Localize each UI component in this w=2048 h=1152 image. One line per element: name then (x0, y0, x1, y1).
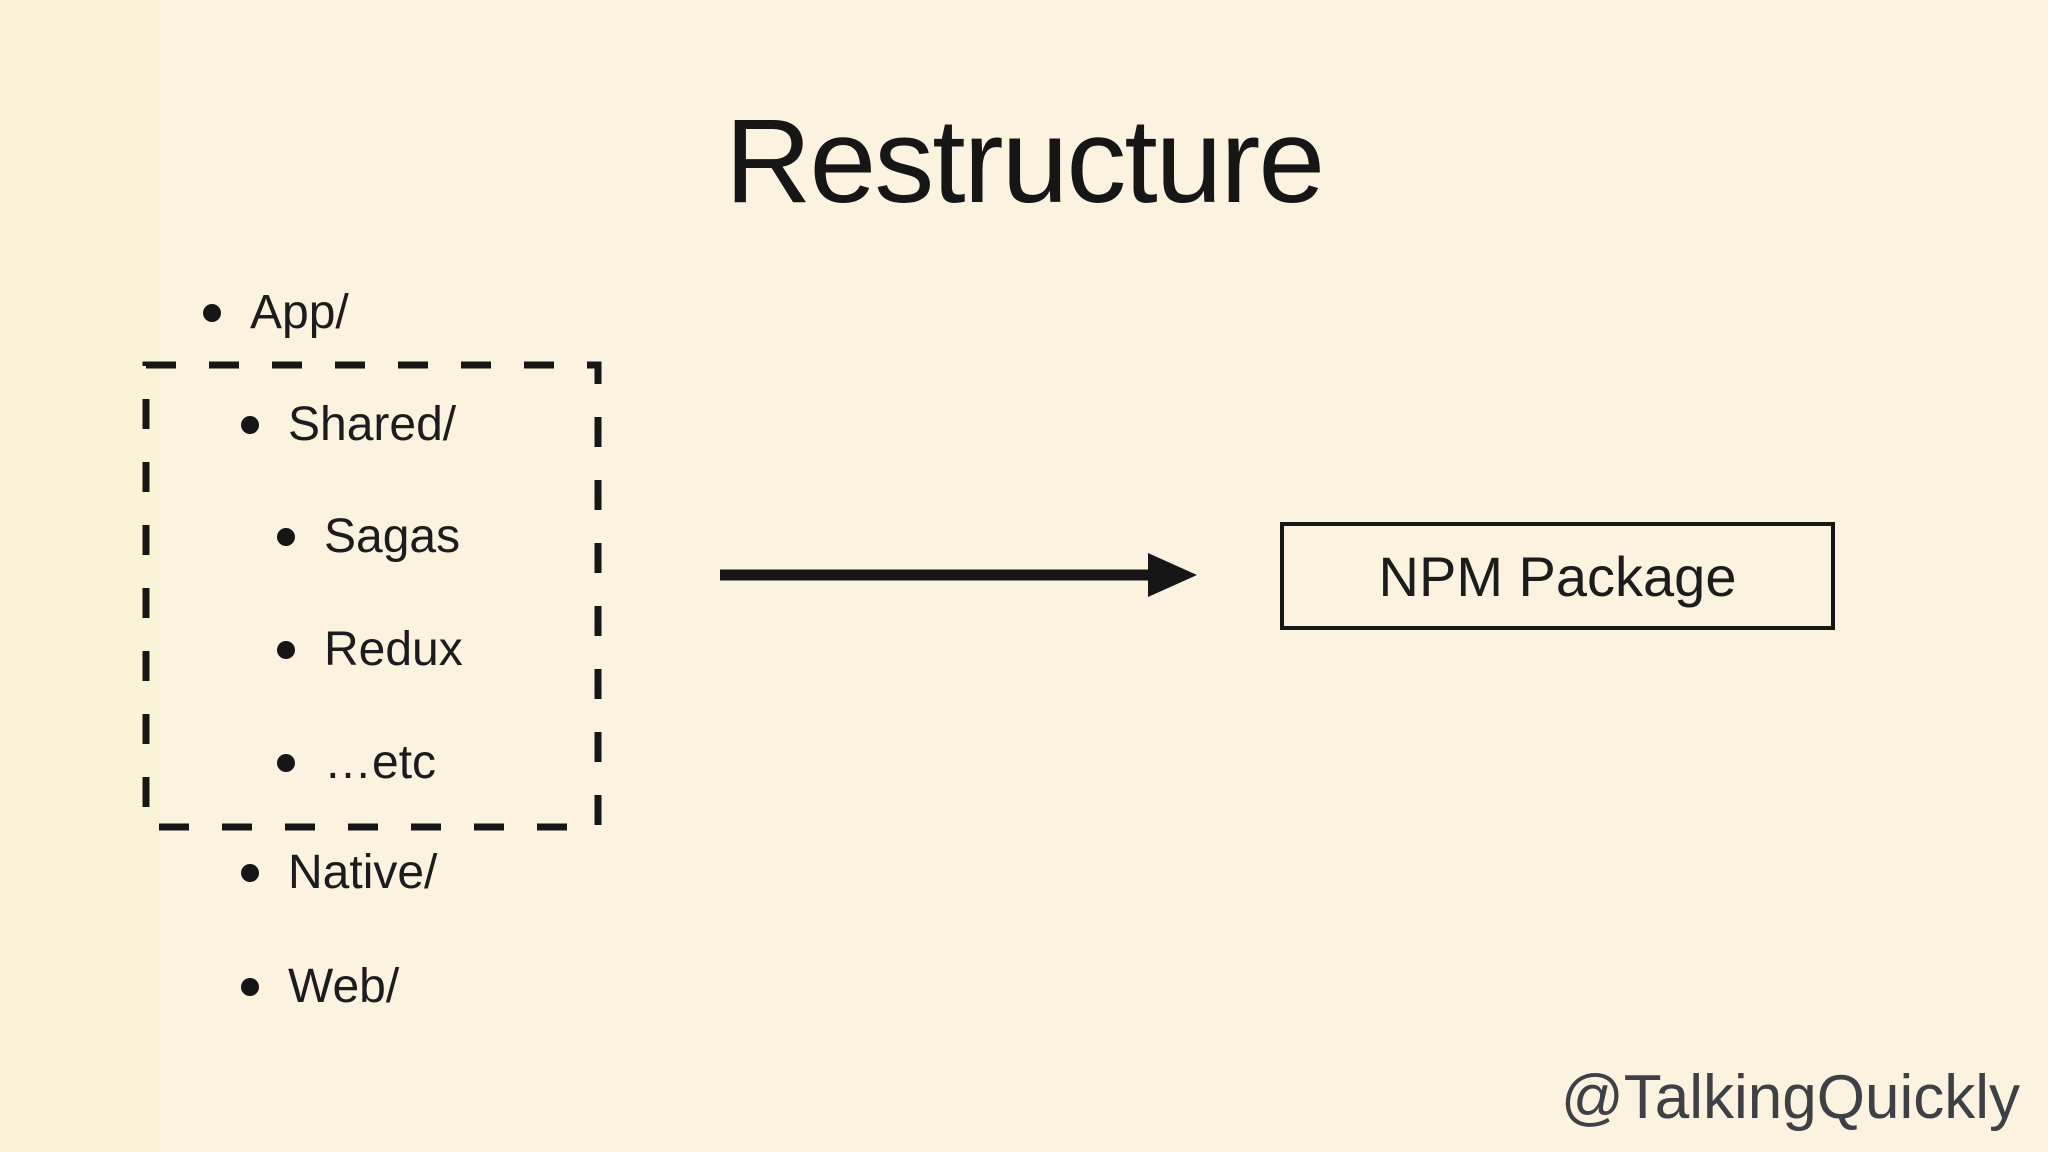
arrow-right-icon (720, 553, 1197, 597)
list-item-label: Sagas (324, 510, 461, 563)
list-item-etc: …etc (277, 735, 436, 791)
list-item-label: …etc (324, 736, 437, 789)
bullet-icon (277, 641, 295, 659)
shared-group-dashed-outline (142, 361, 602, 831)
bullet-icon (241, 416, 259, 434)
list-item-sagas: Sagas (277, 509, 460, 565)
list-item-redux: Redux (277, 622, 463, 678)
bullet-icon (277, 754, 295, 772)
npm-package-label: NPM Package (1378, 544, 1737, 608)
list-item-label: Native/ (288, 846, 438, 899)
list-item-label: Web/ (288, 960, 400, 1013)
list-item-label: Redux (324, 623, 463, 676)
list-item-label: Shared/ (288, 398, 457, 451)
author-handle: @TalkingQuickly (1560, 1063, 2020, 1132)
list-item-label: App/ (250, 286, 349, 339)
npm-package-box: NPM Package (1280, 522, 1835, 630)
bullet-icon (241, 978, 259, 996)
bullet-icon (203, 304, 221, 322)
slide-title: Restructure (724, 94, 1325, 228)
bullet-icon (277, 528, 295, 546)
background-left-strip (0, 0, 160, 1152)
list-item-shared: Shared/ (241, 397, 456, 453)
list-item-native: Native/ (241, 845, 437, 901)
list-item-app: App/ (203, 285, 349, 341)
list-item-web: Web/ (241, 959, 399, 1015)
bullet-icon (241, 864, 259, 882)
